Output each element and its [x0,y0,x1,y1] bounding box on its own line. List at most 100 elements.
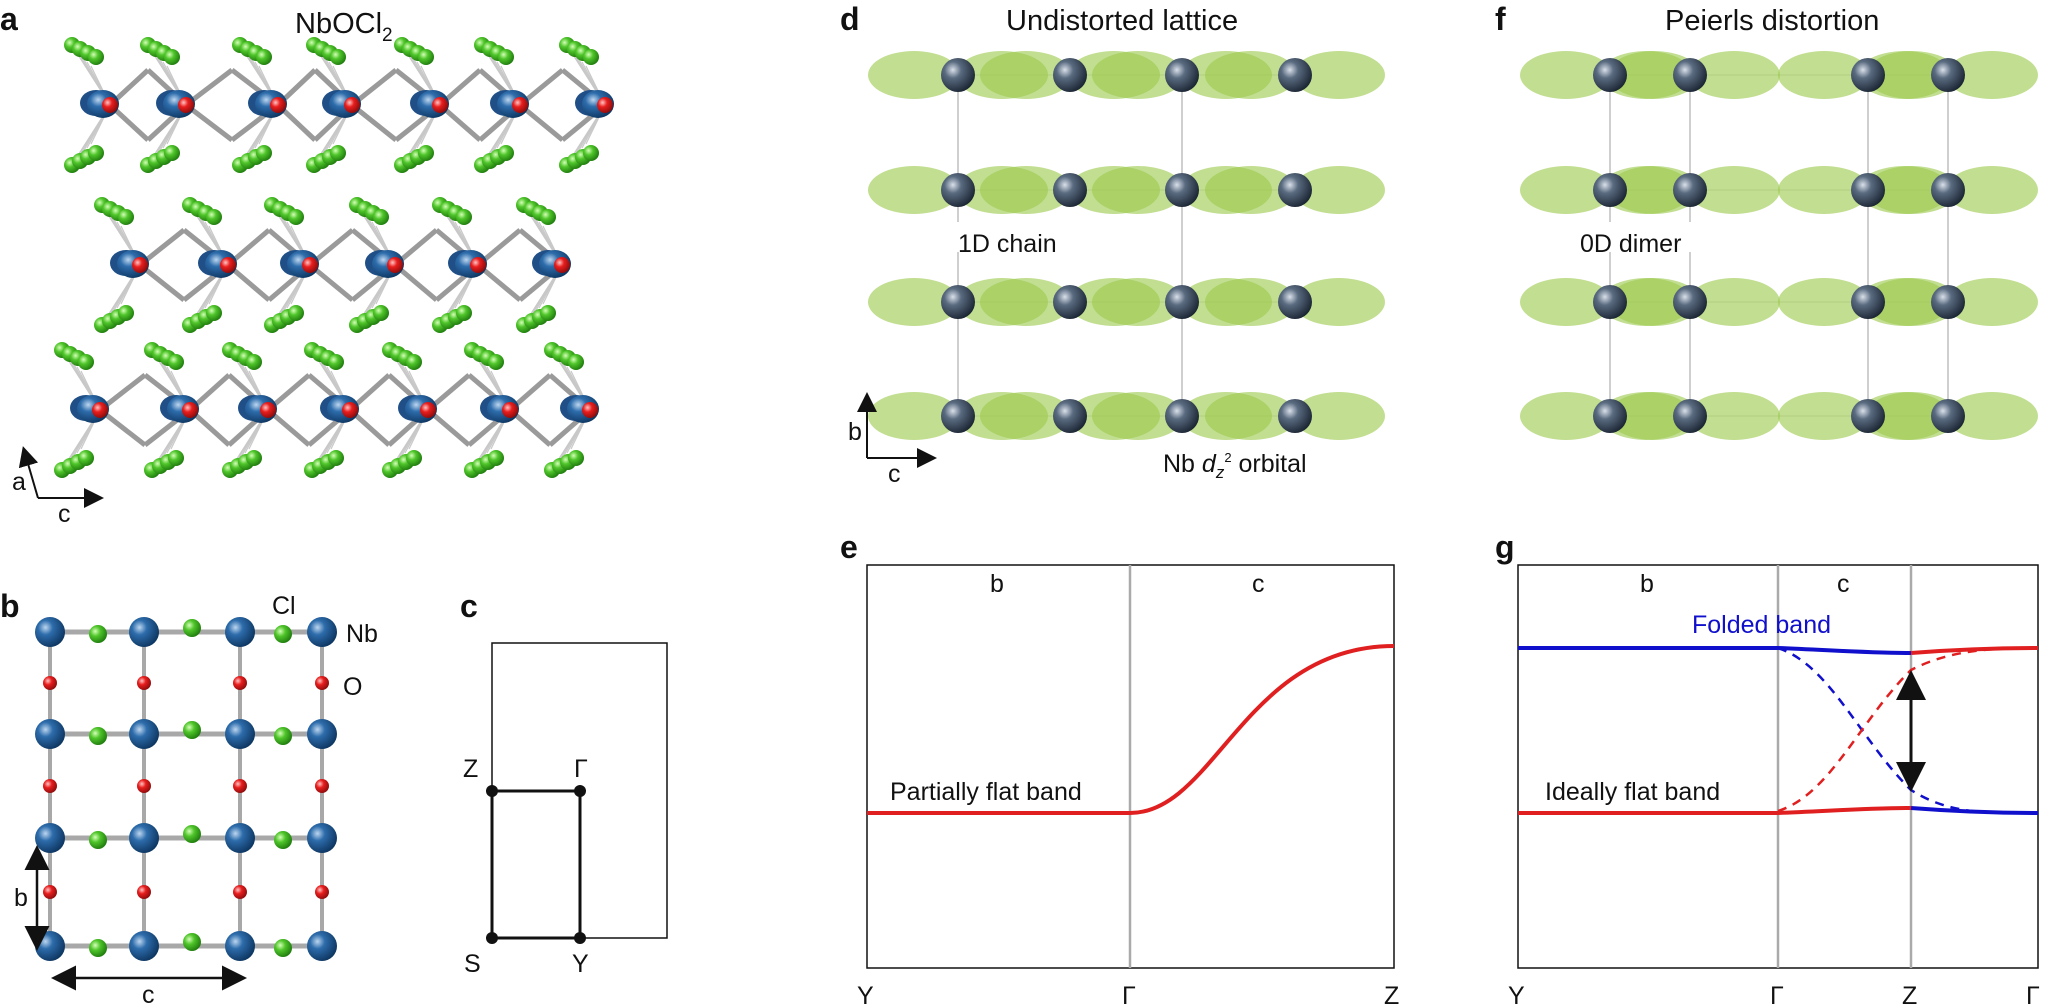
o-label: O [343,673,362,701]
dimer-label: 0D dimer [1580,230,1681,258]
nb-atom [941,58,975,92]
x-tick-y-g: Y [1508,982,1525,1007]
nb-atom [1165,58,1199,92]
cl-atom [88,145,104,161]
nb-atom [1593,285,1627,319]
orbital-row-2 [1520,166,2038,214]
nb-atom [1053,58,1087,92]
orbital-lobe [1946,392,2038,440]
x-tick-z-e: Z [1384,982,1399,1007]
o-atom [132,257,148,273]
cl-atom [78,450,94,466]
region-c-label-e: c [1252,570,1265,598]
cl-atom [568,354,584,370]
panel-a-label: a [0,1,18,37]
nb-atom [1278,173,1312,207]
orbital-lobe [1205,166,1297,214]
nb-atom [307,719,337,749]
cl-atom [406,354,422,370]
cl-atom [328,354,344,370]
nb-atom [1593,58,1627,92]
nb-atom [1165,285,1199,319]
orbital-lobe [1688,166,1780,214]
nb-atom [1931,399,1965,433]
o-atom [315,885,329,899]
orbital-lobe [1858,278,1950,326]
cl-atom [373,209,389,225]
cl-atom [488,450,504,466]
cl-atom [256,145,272,161]
panel-a-title: NbOCl2 [295,8,393,46]
panel-a: a NbOCl2 a c [0,1,614,528]
o-atom [260,402,276,418]
orbital-lobe [1293,51,1385,99]
cl-atom [78,354,94,370]
nb-atom [129,719,159,749]
cl-atom [246,450,262,466]
panel-g-label: g [1495,529,1515,565]
nb-atom [1851,58,1885,92]
cl-atom [498,49,514,65]
orbital-row-1 [1520,51,2038,99]
layer-1 [64,37,614,173]
cl-atom [118,305,134,321]
panel-e-label: e [840,529,858,565]
cl-atom [183,825,201,843]
cl-atom [274,727,292,745]
orbital-lobe [1946,51,2038,99]
o-atom [137,779,151,793]
orbital-lobe [1293,392,1385,440]
panel-f-title: Peierls distortion [1665,5,1879,37]
axis-c-label: c [58,500,71,528]
o-atom [512,97,528,113]
cl-atom [540,305,556,321]
cl-atom [168,450,184,466]
o-atom [315,676,329,690]
orbital-lobe [1092,392,1184,440]
panel-f-label: f [1495,1,1506,37]
nb-atom [1673,285,1707,319]
panel-b: b Cl Nb O b c [0,588,378,1007]
nb-atom [1053,173,1087,207]
orbital-lobe [1205,51,1297,99]
nb-atom [1673,173,1707,207]
orbital-lobe [980,278,1072,326]
cl-atom [206,209,222,225]
nb-atom [35,617,65,647]
cl-atom [568,450,584,466]
s-point-label: S [464,950,481,978]
panel-c: c Z Γ S Y [460,588,668,978]
o-atom [43,779,57,793]
cl-atom [183,721,201,739]
orbital-lobe [1600,166,1692,214]
cl-atom [488,354,504,370]
o-atom [315,779,329,793]
nb-atom [1053,399,1087,433]
orbital-lobe [1778,278,1870,326]
cl-atom [288,209,304,225]
o-atom [178,97,194,113]
orbital-lobe [1778,166,1870,214]
nb-atom [1673,399,1707,433]
orbital-lobe [1600,51,1692,99]
layer-2 [94,197,571,333]
orbital-lobe [1600,392,1692,440]
cl-atom [330,49,346,65]
o-atom [92,402,108,418]
cl-atom [330,145,346,161]
orbital-lobe [868,278,960,326]
nbocl2-top-view [35,617,337,961]
nb-atom [307,617,337,647]
o-atom [420,402,436,418]
nb-atom [1165,173,1199,207]
cl-atom [183,619,201,637]
nb-atom [1278,399,1312,433]
peierls-lattice [1520,51,2038,440]
cl-atom [183,933,201,951]
nb-atom [941,173,975,207]
nb-atom [1593,173,1627,207]
cl-atom [89,727,107,745]
nb-atom [1851,399,1885,433]
lower-band-blue [1910,806,2039,815]
nb-atom [1931,285,1965,319]
